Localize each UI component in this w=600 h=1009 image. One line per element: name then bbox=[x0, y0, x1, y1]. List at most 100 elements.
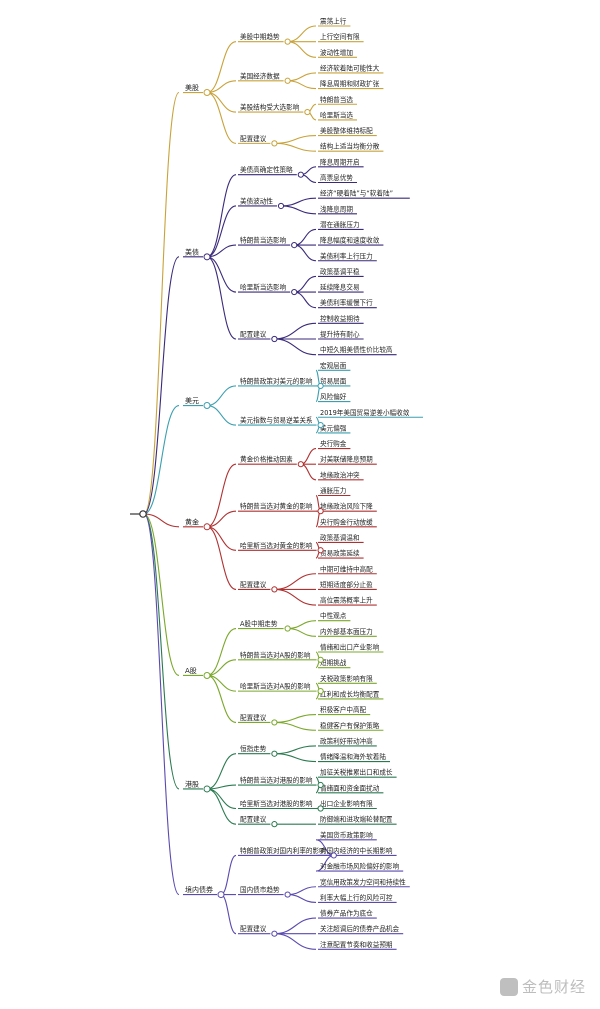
leaf-connector bbox=[274, 322, 317, 340]
leaf-label: 关税政策影响有限 bbox=[320, 674, 373, 683]
leaf-label: 中性观点 bbox=[320, 611, 347, 620]
subbranch-connector bbox=[206, 205, 237, 258]
leaf-label: 防御端和进攻端轮替配置 bbox=[320, 815, 393, 824]
subbranch-connector bbox=[206, 174, 237, 258]
leaf-connector bbox=[274, 745, 317, 755]
leaf-label: 央行购金 bbox=[320, 439, 347, 448]
subtopic-label: 配置建议 bbox=[240, 134, 267, 143]
leaf-label: 情绪面和资金面扰动 bbox=[320, 783, 380, 792]
leaf-label: 降息周期开启 bbox=[320, 157, 360, 166]
subtopic-node bbox=[297, 171, 304, 178]
subtopic-node bbox=[317, 805, 324, 812]
leaf-label: 潜在通胀压力 bbox=[320, 220, 360, 229]
subtopic-label: 美债波动性 bbox=[240, 196, 273, 205]
topic-label: 港股 bbox=[185, 779, 199, 788]
leaf-label: 高位震荡概率上升 bbox=[320, 596, 373, 605]
subtopic-node bbox=[271, 335, 278, 343]
subtopic-node bbox=[284, 891, 291, 898]
subtopic-label: 特朗普当选对黄金的影响 bbox=[240, 502, 313, 511]
subtopic-label: 黄金价格推动因素 bbox=[240, 455, 293, 464]
topic-node bbox=[203, 671, 211, 679]
watermark-text: 金色财经 bbox=[521, 978, 586, 996]
subtopic-label: 哈里斯当选对港股的影响 bbox=[240, 799, 313, 808]
leaf-connector bbox=[287, 25, 317, 43]
leaf-label: 贸易层面 bbox=[320, 376, 347, 385]
topic-label: 境内债券 bbox=[185, 885, 213, 894]
subtopic-node bbox=[317, 688, 324, 695]
subtopic-node bbox=[271, 140, 278, 147]
leaf-label: 中期可维持中高配 bbox=[320, 564, 373, 573]
subbranch-connector bbox=[206, 526, 237, 551]
subtopic-node bbox=[317, 508, 324, 515]
leaf-connector bbox=[300, 448, 317, 465]
leaf-label: 波动性增加 bbox=[320, 48, 353, 57]
topic-node bbox=[203, 402, 211, 410]
leaf-label: 特朗普当选 bbox=[320, 95, 353, 104]
leaf-connector bbox=[274, 714, 317, 723]
leaf-connector bbox=[287, 41, 317, 58]
leaf-label: 红利和成长均衡配置 bbox=[320, 689, 380, 698]
leaf-label: 情绪降温和海外软着陆 bbox=[320, 752, 386, 761]
subtopic-label: 特朗普当选对港股的影响 bbox=[240, 776, 313, 785]
leaf-label: 延续降息交易 bbox=[320, 283, 360, 292]
subtopic-label: 哈里斯当选影响 bbox=[240, 283, 287, 292]
leaf-connector bbox=[274, 721, 317, 731]
leaf-label: 债券产品作为底仓 bbox=[320, 909, 373, 918]
topic-label: 美债 bbox=[185, 247, 199, 256]
leaf-label: 2019年美国贸易逆差小幅收敛 bbox=[320, 408, 410, 417]
leaf-label: 震荡上行 bbox=[320, 17, 347, 26]
subbranch-connector bbox=[206, 91, 237, 144]
leaf-label: 风险偏好 bbox=[320, 392, 347, 401]
leaf-label: 中短久期美债性价比较高 bbox=[320, 345, 393, 354]
leaf-label: 地缘政治风险下降 bbox=[320, 502, 373, 511]
leaf-connector bbox=[287, 894, 317, 903]
subtopic-node bbox=[317, 656, 324, 663]
leaf-label: 加征关税推累出口和成长 bbox=[320, 768, 393, 777]
leaf-connector bbox=[287, 80, 317, 90]
subbranch-connector bbox=[220, 854, 237, 896]
leaf-label: 降息周期和财政扩张 bbox=[320, 79, 380, 88]
leaf-label: 央行购金行动放缓 bbox=[320, 517, 373, 526]
leaf-label: 对金融市场风险偏好的影响 bbox=[320, 862, 400, 871]
leaf-label: 宽信用政策发力空间和持续性 bbox=[320, 877, 406, 886]
subbranch-connector bbox=[220, 894, 237, 935]
subtopic-node bbox=[291, 288, 298, 296]
leaf-label: 经济“硬着陆”与“软着陆” bbox=[320, 189, 393, 198]
leaf-connector bbox=[287, 886, 317, 896]
subtopic-node bbox=[271, 586, 278, 593]
leaf-connector bbox=[287, 72, 317, 82]
subtopic-label: 特朗普当选影响 bbox=[240, 236, 287, 245]
leaf-label: 上行空间有限 bbox=[320, 32, 360, 41]
leaf-connector bbox=[274, 753, 317, 763]
subtopic-label: 哈里斯当选对黄金的影响 bbox=[240, 541, 313, 550]
subtopic-label: 配置建议 bbox=[240, 330, 267, 339]
leaf-label: 控制收益期待 bbox=[320, 314, 360, 323]
topic-label: 黄金 bbox=[185, 517, 199, 526]
leaf-label: 浅降息周期 bbox=[320, 204, 353, 213]
subtopic-node bbox=[304, 108, 311, 116]
leaf-connector bbox=[274, 142, 317, 152]
subbranch-connector bbox=[206, 41, 237, 94]
root-node bbox=[139, 510, 147, 518]
leaf-connector bbox=[274, 135, 317, 144]
watermark-logo-icon bbox=[499, 977, 518, 996]
branch-connector bbox=[143, 513, 180, 528]
subbranch-connector bbox=[206, 784, 237, 790]
subtopic-label: 美元指数与贸易逆差关系 bbox=[240, 416, 313, 425]
watermark: 金色财经 bbox=[499, 976, 586, 997]
leaf-connector bbox=[294, 244, 317, 262]
subtopic-label: 美股中期趋势 bbox=[240, 32, 280, 41]
subtopic-node bbox=[317, 421, 324, 429]
subtopic-node bbox=[284, 38, 291, 45]
subtopic-node bbox=[297, 461, 304, 468]
subbranch-connector bbox=[206, 91, 237, 113]
leaf-connector bbox=[294, 228, 317, 246]
leaf-connector bbox=[294, 291, 317, 309]
leaf-connector bbox=[287, 627, 317, 637]
subtopic-label: 配置建议 bbox=[240, 924, 267, 933]
leaf-connector bbox=[287, 620, 317, 630]
leaf-connector bbox=[280, 197, 317, 207]
branch-connector bbox=[143, 404, 180, 515]
leaf-connector bbox=[274, 588, 317, 606]
leaf-label: 美债利率上行压力 bbox=[320, 251, 373, 260]
